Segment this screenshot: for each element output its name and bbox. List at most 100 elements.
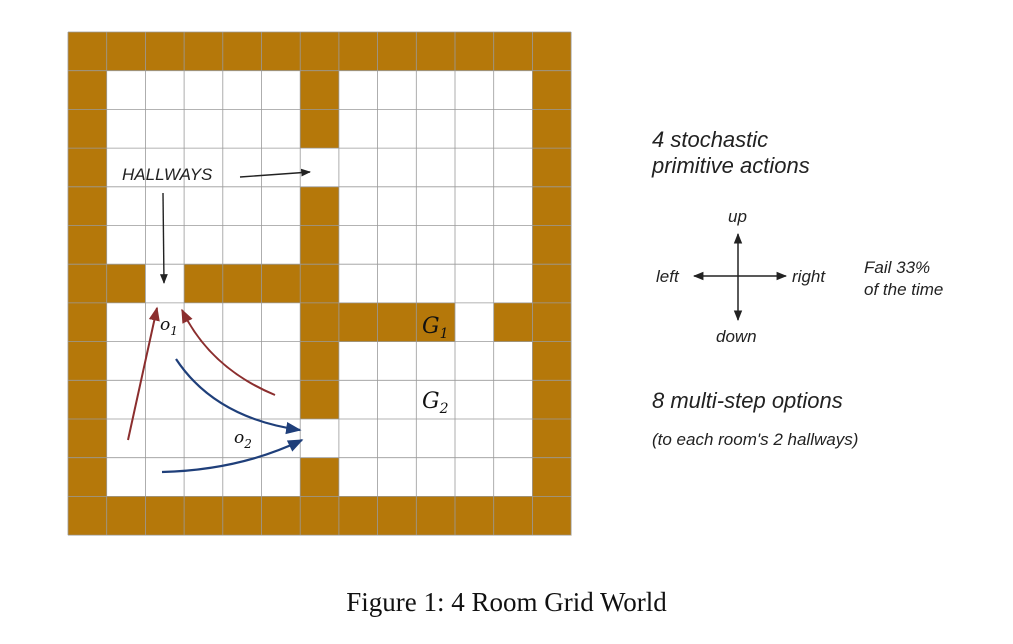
hallway-arrow-right <box>239 168 311 178</box>
action-down-label: down <box>716 327 757 346</box>
wall-cell <box>300 496 340 536</box>
wall-cell <box>532 380 572 420</box>
floor-cell <box>338 186 378 226</box>
floor-cell <box>300 148 340 188</box>
wall-cell <box>300 264 340 304</box>
grid-cells <box>68 32 572 536</box>
wall-cell <box>68 225 108 265</box>
floor-cell <box>377 419 417 459</box>
goal-g1-label: G1 <box>422 314 449 342</box>
floor-cell <box>145 380 185 420</box>
floor-cell <box>377 457 417 497</box>
floor-cell <box>261 109 301 149</box>
floor-cell <box>184 419 224 459</box>
floor-cell <box>106 186 146 226</box>
wall-cell <box>68 70 108 110</box>
wall-cell <box>377 302 417 342</box>
floor-cell <box>222 109 262 149</box>
floor-cell <box>493 341 533 381</box>
floor-cell <box>222 148 262 188</box>
option-o1-arrow-right <box>181 308 276 396</box>
action-right-label: right <box>792 267 826 286</box>
floor-cell <box>145 186 185 226</box>
hallways-label: HALLWAYS <box>122 165 213 184</box>
floor-cell <box>338 457 378 497</box>
floor-cell <box>184 70 224 110</box>
floor-cell <box>222 186 262 226</box>
wall-cell <box>68 457 108 497</box>
wall-cell <box>532 109 572 149</box>
floor-cell <box>184 148 224 188</box>
grid-lines <box>67 31 572 536</box>
floor-cell <box>416 380 456 420</box>
wall-cell <box>300 457 340 497</box>
floor-cell <box>338 109 378 149</box>
wall-cell <box>532 419 572 459</box>
floor-cell <box>493 419 533 459</box>
floor-cell <box>493 457 533 497</box>
floor-cell <box>455 225 495 265</box>
wall-cell <box>300 70 340 110</box>
options-note: (to each room's 2 hallways) <box>652 430 858 449</box>
floor-cell <box>106 225 146 265</box>
wall-cell <box>532 186 572 226</box>
floor-cell <box>145 70 185 110</box>
floor-cell <box>377 109 417 149</box>
floor-cell <box>222 302 262 342</box>
floor-cell <box>338 419 378 459</box>
floor-cell <box>377 70 417 110</box>
floor-cell <box>455 341 495 381</box>
floor-cell <box>416 457 456 497</box>
floor-cell <box>493 225 533 265</box>
floor-cell <box>416 264 456 304</box>
wall-cell <box>532 225 572 265</box>
floor-cell <box>416 225 456 265</box>
floor-cell <box>106 457 146 497</box>
floor-cell <box>416 109 456 149</box>
options-title: 8 multi-step options <box>652 388 843 413</box>
floor-cell <box>493 70 533 110</box>
floor-cell <box>455 419 495 459</box>
floor-cell <box>184 186 224 226</box>
floor-cell <box>106 70 146 110</box>
floor-cell <box>338 264 378 304</box>
wall-cell <box>532 457 572 497</box>
wall-cell <box>261 32 301 72</box>
wall-cell <box>68 186 108 226</box>
wall-cell <box>532 70 572 110</box>
floor-cell <box>261 70 301 110</box>
floor-cell <box>145 148 185 188</box>
wall-cell <box>300 32 340 72</box>
wall-cell <box>338 302 378 342</box>
wall-cell <box>300 341 340 381</box>
wall-cell <box>261 264 301 304</box>
floor-cell <box>106 109 146 149</box>
action-left-label: left <box>656 267 680 286</box>
floor-cell <box>377 380 417 420</box>
wall-cell <box>532 496 572 536</box>
wall-cell <box>300 109 340 149</box>
wall-cell <box>416 496 456 536</box>
floor-cell <box>338 341 378 381</box>
floor-cell <box>377 341 417 381</box>
wall-cell <box>145 496 185 536</box>
floor-cell <box>338 148 378 188</box>
floor-cell <box>184 225 224 265</box>
wall-cell <box>377 496 417 536</box>
floor-cell <box>145 264 185 304</box>
wall-cell <box>68 148 108 188</box>
wall-cell <box>184 496 224 536</box>
wall-cell <box>68 341 108 381</box>
wall-cell <box>106 264 146 304</box>
floor-cell <box>416 148 456 188</box>
floor-cell <box>455 70 495 110</box>
floor-cell <box>416 419 456 459</box>
floor-cell <box>261 302 301 342</box>
floor-cell <box>493 109 533 149</box>
floor-cell <box>416 341 456 381</box>
floor-cell <box>455 380 495 420</box>
floor-cell <box>455 148 495 188</box>
wall-cell <box>493 32 533 72</box>
floor-cell <box>222 341 262 381</box>
wall-cell <box>68 419 108 459</box>
